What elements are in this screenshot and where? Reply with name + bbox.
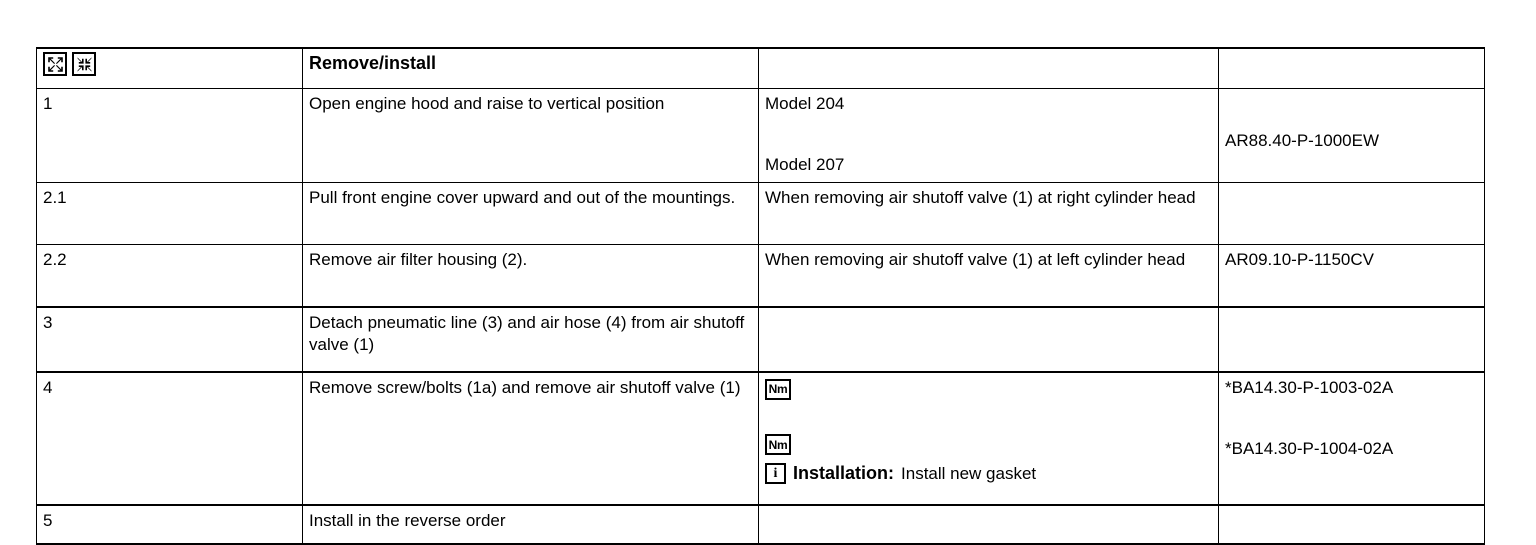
operation-text: Open engine hood and raise to vertical p… xyxy=(302,88,759,183)
reference-cell: AR09.10-P-1150CV xyxy=(1218,244,1485,308)
condition-cell: Model 204 Model 207 xyxy=(758,88,1219,183)
remove-expand-icon xyxy=(43,52,67,76)
table-row: 2.1 Pull front engine cover upward and o… xyxy=(36,182,1485,245)
torque-nm-icon-label: Nm xyxy=(765,434,791,455)
operation-text: Remove screw/bolts (1a) and remove air s… xyxy=(302,371,759,506)
condition-cell xyxy=(758,306,1219,373)
reference-cell xyxy=(1218,306,1485,373)
step-number: 4 xyxy=(36,371,303,506)
table-row: 1 Open engine hood and raise to vertical… xyxy=(36,88,1485,183)
table-row: 2.2 Remove air filter housing (2). When … xyxy=(36,244,1485,308)
reference-cell: AR88.40-P-1000EW xyxy=(1218,88,1485,183)
table-header-row: Remove/install xyxy=(36,47,1485,89)
condition-line: Model 204 xyxy=(765,94,845,113)
torque-nm-icon: Nm xyxy=(765,433,1212,455)
operation-text: Remove air filter housing (2). xyxy=(302,244,759,308)
operation-text: Install in the reverse order xyxy=(302,504,759,545)
info-icon: i xyxy=(765,463,786,485)
operation-text: Pull front engine cover upward and out o… xyxy=(302,182,759,245)
installation-note-text: Install new gasket xyxy=(901,463,1037,483)
header-cell-reference xyxy=(1218,47,1485,89)
table-row: 4 Remove screw/bolts (1a) and remove air… xyxy=(36,371,1485,506)
header-icon-group xyxy=(43,52,296,76)
table-row: 3 Detach pneumatic line (3) and air hose… xyxy=(36,306,1485,373)
reference-cell xyxy=(1218,504,1485,545)
reference-code: *BA14.30-P-1003-02A xyxy=(1225,378,1394,397)
reference-code: AR88.40-P-1000EW xyxy=(1225,131,1380,150)
header-cell-icons xyxy=(36,47,303,89)
step-number: 3 xyxy=(36,306,303,373)
condition-cell xyxy=(758,504,1219,545)
remove-install-procedure-table: Remove/install 1 Open engine hood and ra… xyxy=(36,47,1485,545)
reference-cell xyxy=(1218,182,1485,245)
reference-cell: *BA14.30-P-1003-02A *BA14.30-P-1004-02A xyxy=(1218,371,1485,506)
step-number: 1 xyxy=(36,88,303,183)
condition-cell: When removing air shutoff valve (1) at r… xyxy=(758,182,1219,245)
document-page: Remove/install 1 Open engine hood and ra… xyxy=(36,47,1485,545)
header-cell-condition xyxy=(758,47,1219,89)
condition-cell: Nm Nm i Installation: Install new gasket xyxy=(758,371,1219,506)
table-row: 5 Install in the reverse order xyxy=(36,504,1485,545)
installation-note: i Installation: Install new gasket xyxy=(765,462,1212,485)
operation-text: Detach pneumatic line (3) and air hose (… xyxy=(302,306,759,373)
step-number: 5 xyxy=(36,504,303,545)
step-number: 2.1 xyxy=(36,182,303,245)
step-number: 2.2 xyxy=(36,244,303,308)
header-title: Remove/install xyxy=(302,47,759,89)
torque-nm-icon: Nm xyxy=(765,377,1212,400)
installation-note-label: Installation: xyxy=(793,463,895,483)
condition-cell: When removing air shutoff valve (1) at l… xyxy=(758,244,1219,308)
install-collapse-icon xyxy=(72,52,96,76)
reference-code: *BA14.30-P-1004-02A xyxy=(1225,438,1394,458)
torque-nm-icon-label: Nm xyxy=(765,378,791,400)
condition-line: Model 207 xyxy=(765,154,845,174)
